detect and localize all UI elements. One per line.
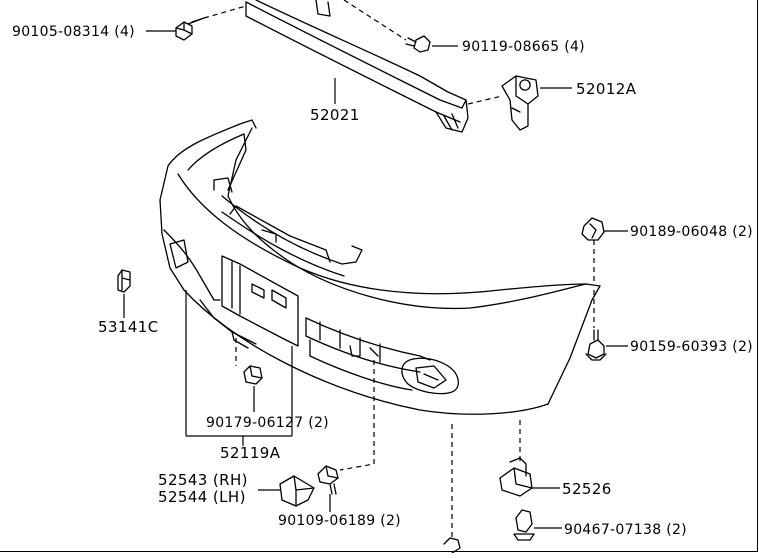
label-90179-06127: 90179-06127 (2)	[206, 415, 329, 431]
clip-53141C	[117, 269, 131, 293]
label-52012A: 52012A	[576, 80, 637, 98]
bumper-reinforcement-52021	[245, 0, 469, 133]
clip-52543-52544	[279, 475, 315, 507]
bracket-52526	[499, 457, 533, 497]
label-90109-06189: 90109-06189 (2)	[278, 513, 401, 529]
bolt-bottom	[443, 537, 461, 554]
label-52544-lh: 52544 (LH)	[158, 488, 246, 506]
label-52526: 52526	[562, 480, 612, 498]
clip-90189-06048	[581, 217, 605, 241]
label-90119-08665: 90119-08665 (4)	[462, 39, 585, 55]
label-90189-06048: 90189-06048 (2)	[630, 224, 753, 240]
label-90105-08314: 90105-08314 (4)	[12, 24, 135, 40]
leader-lines	[123, 0, 628, 538]
screw-90159-60393	[585, 329, 607, 361]
clip-90467-07138	[513, 509, 535, 541]
bracket-52012A	[501, 75, 539, 131]
label-52021: 52021	[310, 106, 360, 124]
label-52543-rh: 52543 (RH)	[158, 471, 248, 489]
bolt-90105-08314	[175, 17, 205, 41]
part-labels: 90105-08314 (4) 90119-08665 (4) 52021 52…	[12, 24, 753, 538]
label-90159-60393: 90159-60393 (2)	[630, 339, 753, 355]
label-53141C: 53141C	[98, 318, 159, 336]
bolt-90119-08665	[405, 35, 431, 53]
label-90467-07138: 90467-07138 (2)	[564, 522, 687, 538]
bolt-90109-06189	[317, 465, 339, 495]
label-52119A: 52119A	[220, 444, 281, 462]
clip-90179-06127	[243, 365, 263, 385]
bumper-cover-52119A	[159, 119, 601, 415]
